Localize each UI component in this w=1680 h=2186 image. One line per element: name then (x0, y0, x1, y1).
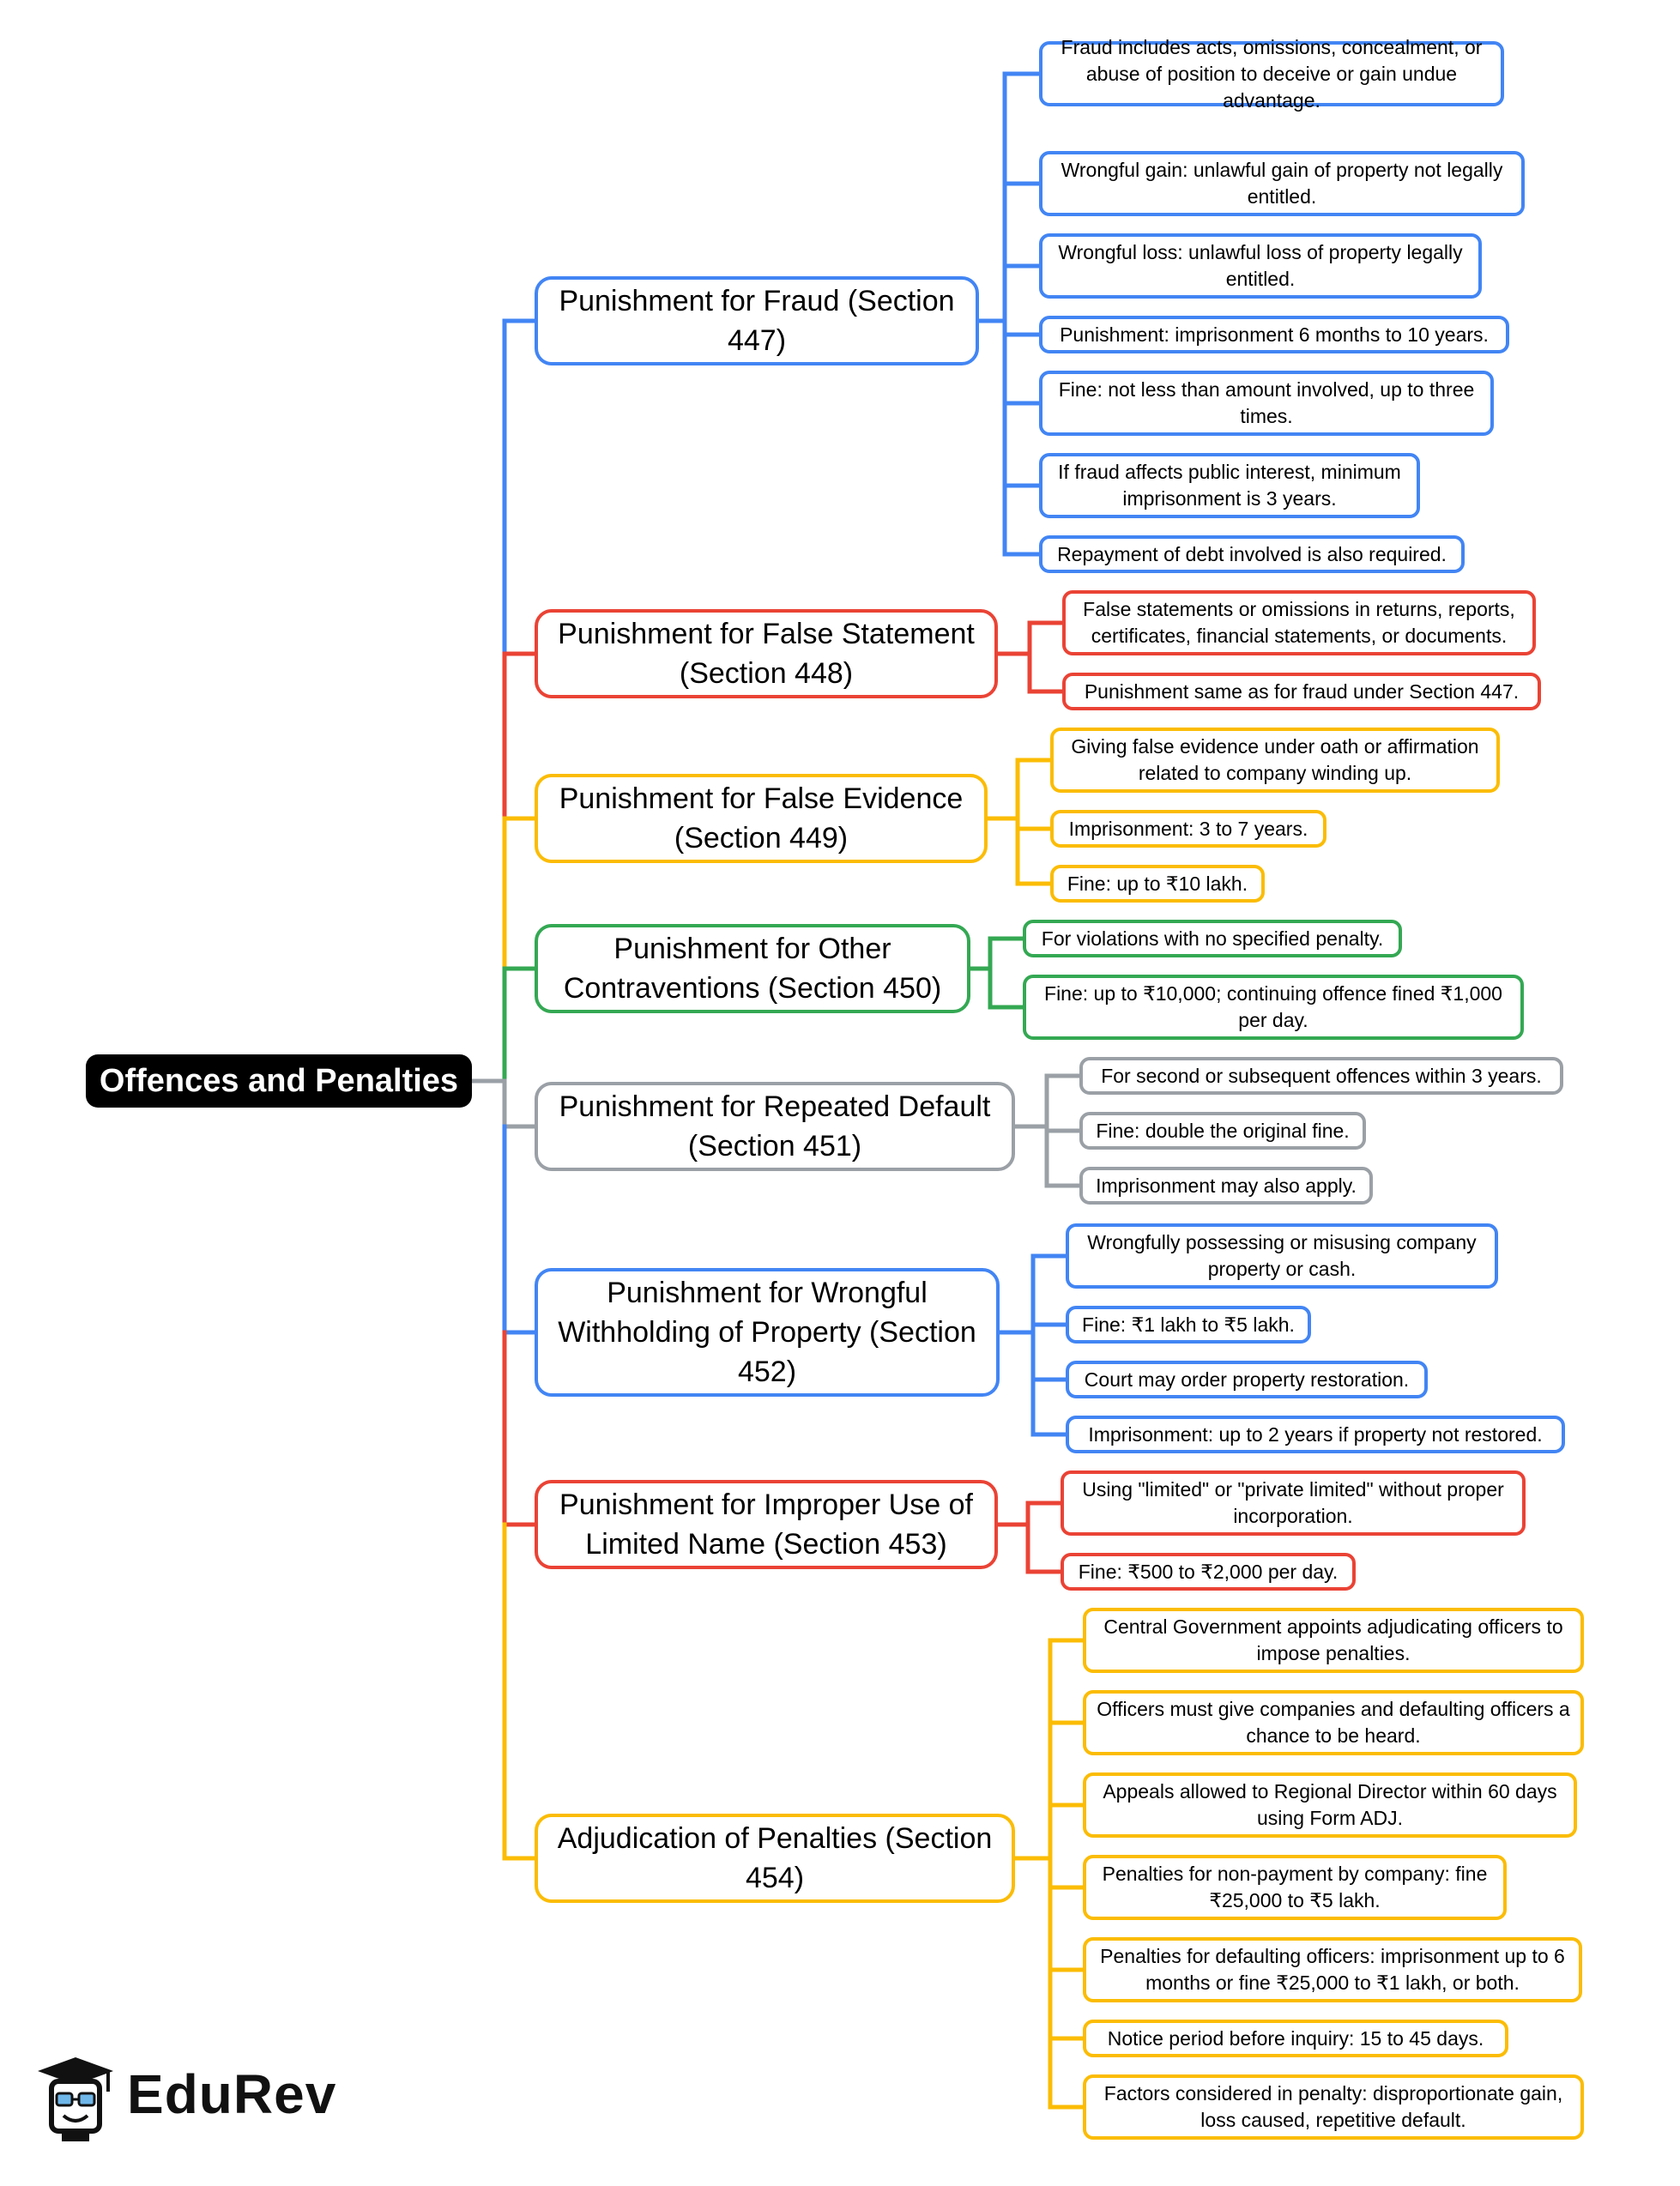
leaf-node-text: Officers must give companies and default… (1097, 1698, 1570, 1747)
branch-node: Punishment for False Statement (Section … (535, 609, 998, 698)
branch-node-text: Punishment for Repeated Default (Section… (559, 1090, 991, 1162)
edurev-logo (31, 2052, 323, 2147)
branch-node-text: Punishment for Wrongful Withholding of P… (558, 1277, 976, 1388)
root-node: Offences and Penalties (86, 1054, 472, 1108)
leaf-node: Fine: up to ₹10 lakh. (1050, 865, 1265, 903)
leaf-node: Repayment of debt involved is also requi… (1039, 535, 1465, 573)
branch-node-text: Punishment for Other Contraventions (Sec… (563, 933, 942, 1005)
leaf-node: Fine: not less than amount involved, up … (1039, 371, 1494, 436)
leaf-node-text: Fine: double the original fine. (1096, 1119, 1350, 1142)
leaf-node: Central Government appoints adjudicating… (1083, 1608, 1584, 1673)
leaf-node-text: Factors considered in penalty: dispropor… (1103, 2082, 1563, 2131)
leaf-node: Appeals allowed to Regional Director wit… (1083, 1772, 1577, 1838)
leaf-node: Factors considered in penalty: dispropor… (1083, 2074, 1584, 2140)
branch-node-text: Punishment for False Evidence (Section 4… (559, 782, 964, 854)
leaf-node-text: Imprisonment may also apply. (1096, 1174, 1357, 1197)
leaf-node: Fine: ₹1 lakh to ₹5 lakh. (1066, 1306, 1311, 1344)
leaf-node: For second or subsequent offences within… (1079, 1057, 1563, 1095)
leaf-node-text: Fine: ₹1 lakh to ₹5 lakh. (1082, 1313, 1295, 1336)
leaf-node: Wrongful gain: unlawful gain of property… (1039, 151, 1525, 216)
leaf-node-text: False statements or omissions in returns… (1083, 598, 1515, 647)
leaf-node: Imprisonment: up to 2 years if property … (1066, 1416, 1565, 1453)
leaf-node: Penalties for defaulting officers: impri… (1083, 1937, 1582, 2002)
leaf-node-text: Imprisonment: up to 2 years if property … (1088, 1422, 1543, 1446)
leaf-node-text: Penalties for non-payment by company: fi… (1102, 1863, 1488, 1911)
branch-node-text: Punishment for False Statement (Section … (558, 618, 975, 690)
leaf-node: Fine: up to ₹10,000; continuing offence … (1023, 975, 1524, 1040)
leaf-node-text: Court may order property restoration. (1084, 1368, 1410, 1391)
leaf-node: Wrongful loss: unlawful loss of property… (1039, 233, 1482, 299)
root-node-text: Offences and Penalties (99, 1062, 459, 1099)
leaf-node: Fine: ₹500 to ₹2,000 per day. (1061, 1553, 1356, 1591)
leaf-node-text: For second or subsequent offences within… (1101, 1064, 1542, 1087)
leaf-node-text: Appeals allowed to Regional Director wit… (1103, 1780, 1557, 1829)
leaf-node: Court may order property restoration. (1066, 1361, 1428, 1398)
leaf-node-text: Imprisonment: 3 to 7 years. (1068, 817, 1308, 840)
branch-node-text: Punishment for Fraud (Section 447) (559, 285, 955, 357)
branch-node: Punishment for Wrongful Withholding of P… (535, 1268, 1000, 1397)
branch-node: Punishment for Improper Use of Limited N… (535, 1480, 998, 1569)
branch-node: Punishment for Other Contraventions (Sec… (535, 924, 970, 1013)
logo-text: EduRev (127, 2063, 337, 2125)
graduation-cap-mascot-icon (38, 2057, 113, 2141)
leaf-node-text: If fraud affects public interest, minimu… (1058, 461, 1401, 510)
leaf-node-text: Fine: up to ₹10 lakh. (1067, 872, 1248, 895)
leaf-node: Imprisonment may also apply. (1079, 1167, 1373, 1205)
leaf-node: For violations with no specified penalty… (1023, 920, 1402, 957)
leaf-node-text: Notice period before inquiry: 15 to 45 d… (1107, 2026, 1484, 2050)
leaf-node: Imprisonment: 3 to 7 years. (1050, 810, 1326, 848)
leaf-node: Using "limited" or "private limited" wit… (1061, 1470, 1526, 1536)
leaf-node-text: Fine: up to ₹10,000; continuing offence … (1044, 982, 1502, 1031)
leaf-node-text: Central Government appoints adjudicating… (1103, 1615, 1563, 1664)
leaf-node-text: Wrongful loss: unlawful loss of property… (1058, 241, 1463, 290)
branch-node: Punishment for Repeated Default (Section… (535, 1082, 1015, 1171)
leaf-node-text: Wrongfully possessing or misusing compan… (1087, 1231, 1477, 1280)
leaf-node: Officers must give companies and default… (1083, 1690, 1584, 1755)
leaf-node: Notice period before inquiry: 15 to 45 d… (1083, 2020, 1508, 2057)
leaf-node-text: Penalties for defaulting officers: impri… (1100, 1945, 1565, 1994)
leaf-node-text: For violations with no specified penalty… (1041, 927, 1384, 950)
branch-node: Punishment for False Evidence (Section 4… (535, 774, 988, 863)
leaf-node-text: Using "limited" or "private limited" wit… (1082, 1478, 1504, 1527)
leaf-node: Giving false evidence under oath or affi… (1050, 728, 1500, 793)
leaf-node-text: Punishment same as for fraud under Secti… (1084, 679, 1520, 703)
branch-node: Adjudication of Penalties (Section 454) (535, 1814, 1015, 1903)
leaf-node-text: Wrongful gain: unlawful gain of property… (1061, 159, 1503, 208)
leaf-node: Penalties for non-payment by company: fi… (1083, 1855, 1507, 1920)
leaf-node-text: Fine: ₹500 to ₹2,000 per day. (1078, 1560, 1339, 1583)
leaf-node: Punishment same as for fraud under Secti… (1062, 673, 1541, 710)
leaf-node: If fraud affects public interest, minimu… (1039, 453, 1420, 518)
branch-node: Punishment for Fraud (Section 447) (535, 276, 979, 365)
leaf-node-text: Giving false evidence under oath or affi… (1071, 735, 1479, 784)
leaf-node-text: Fraud includes acts, omissions, concealm… (1061, 35, 1483, 112)
leaf-node: False statements or omissions in returns… (1062, 590, 1536, 655)
leaf-node-text: Punishment: imprisonment 6 months to 10 … (1060, 323, 1489, 346)
branch-node-text: Adjudication of Penalties (Section 454) (557, 1822, 993, 1894)
leaf-node: Punishment: imprisonment 6 months to 10 … (1039, 316, 1509, 353)
leaf-node: Fraud includes acts, omissions, concealm… (1039, 36, 1504, 112)
leaf-node-text: Repayment of debt involved is also requi… (1057, 542, 1447, 565)
leaf-node: Fine: double the original fine. (1079, 1112, 1366, 1150)
leaf-node: Wrongfully possessing or misusing compan… (1066, 1223, 1498, 1289)
branch-node-text: Punishment for Improper Use of Limited N… (559, 1489, 973, 1561)
leaf-node-text: Fine: not less than amount involved, up … (1058, 378, 1475, 427)
